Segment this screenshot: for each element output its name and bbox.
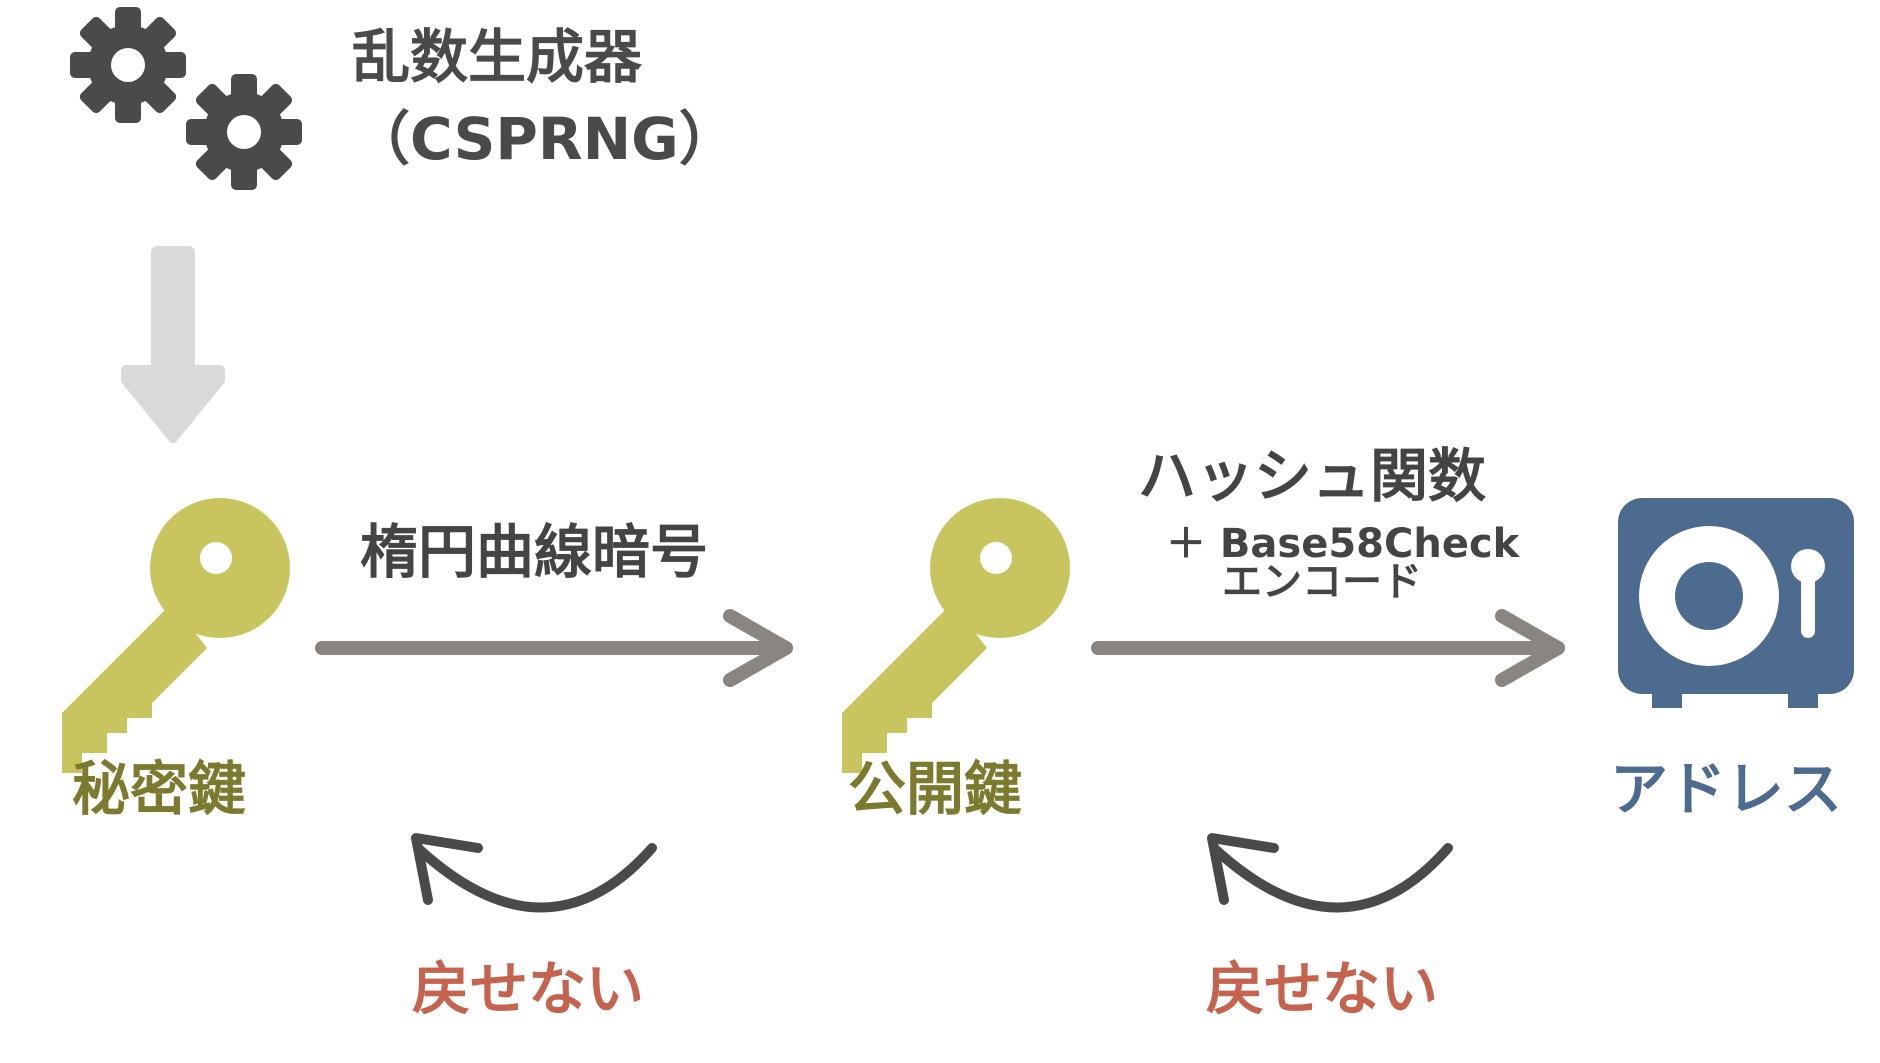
irreversible-arrow-1 <box>411 833 657 913</box>
hash-arrow <box>1091 609 1565 687</box>
hash-label: ハッシュ関数 <box>1138 442 1487 510</box>
address-label: アドレス <box>1610 755 1843 823</box>
ecc-arrow <box>315 609 793 687</box>
rng-sublabel: （CSPRNG） <box>352 105 737 173</box>
down-arrow <box>121 246 225 443</box>
private-key-icon <box>62 498 290 773</box>
rng-label: 乱数生成器 <box>352 23 643 91</box>
irreversible-label-1: 戻せない <box>412 955 645 1023</box>
hash-sublabel-encode: エンコード <box>1222 559 1422 605</box>
irreversible-label-2: 戻せない <box>1206 955 1439 1023</box>
irreversible-arrow-2 <box>1207 833 1453 913</box>
gears-icon <box>70 7 302 190</box>
safe-icon <box>1618 498 1854 708</box>
public-key-label: 公開鍵 <box>848 755 1023 823</box>
ecc-label: 楕円曲線暗号 <box>360 518 709 586</box>
private-key-label: 秘密鍵 <box>72 755 247 823</box>
public-key-icon <box>842 498 1070 773</box>
hash-sublabel-base58: ＋ Base58Check <box>1166 521 1520 567</box>
